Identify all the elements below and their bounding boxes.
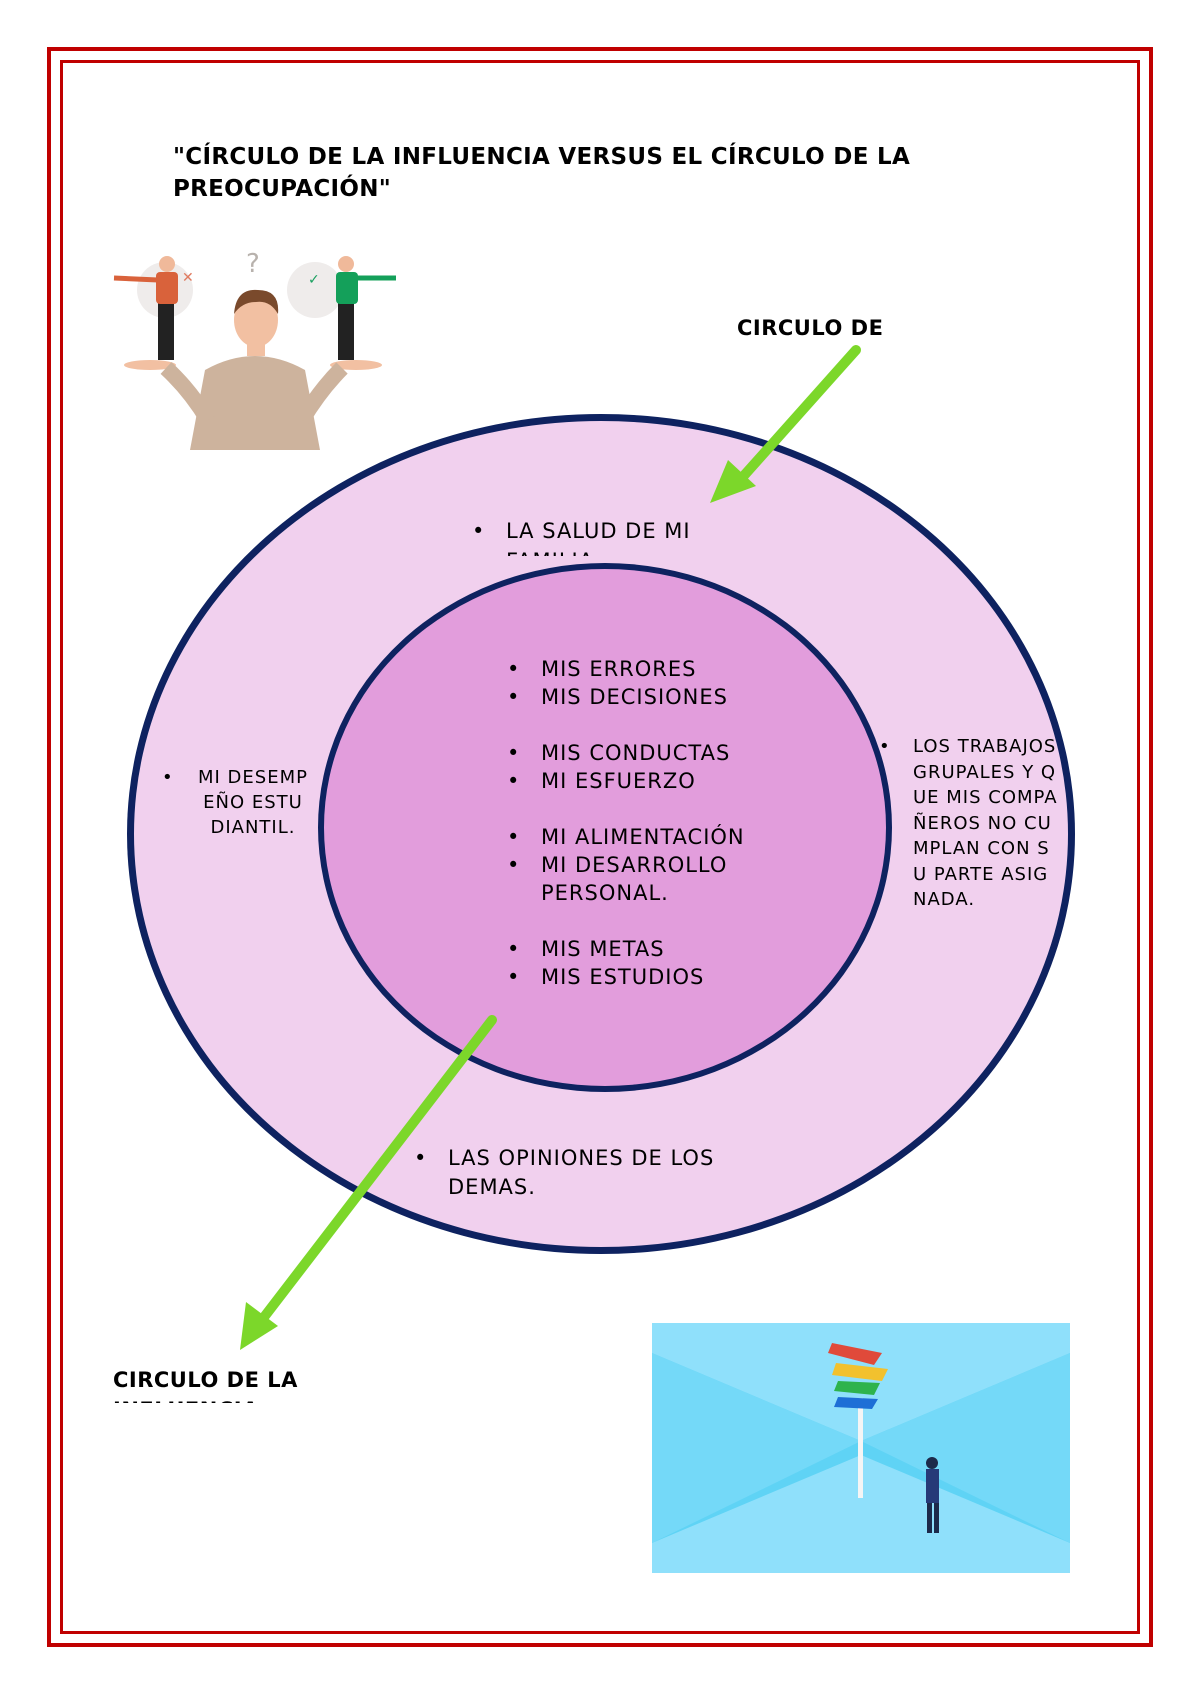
page-border-outer — [47, 47, 1153, 1647]
page-title: "CÍRCULO DE LA INFLUENCIA VERSUS EL CÍRC… — [173, 144, 911, 202]
list-item: MI ESFUERZO — [505, 767, 795, 795]
crossroads-signpost-illustration — [652, 1323, 1070, 1573]
list-item: LOS TRABAJOS GRUPALES Y QUE MIS COMPAÑER… — [877, 734, 1062, 913]
list-item: MI DESARROLLO PERSONAL. — [505, 851, 761, 907]
list-item: MIS DECISIONES — [505, 683, 795, 711]
list-item: LAS OPINIONES DE LOS DEMAS. — [412, 1144, 752, 1202]
list-item: MIS CONDUCTAS — [505, 739, 795, 767]
concern-item-top: LA SALUD DE MI FAMILIA — [470, 516, 730, 556]
list-item: MIS ESTUDIOS — [505, 963, 795, 991]
concern-item-left: MI DESEMPEÑO ESTUDIANTIL. — [160, 765, 310, 840]
svg-text:?: ? — [246, 250, 260, 279]
concern-item-right: LOS TRABAJOS GRUPALES Y QUE MIS COMPAÑER… — [877, 734, 1062, 913]
influence-list: MIS ERRORES MIS DECISIONES MIS CONDUCTAS… — [505, 655, 795, 991]
list-item: MI DESEMPEÑO ESTUDIANTIL. — [160, 765, 310, 840]
decision-person-illustration: ✕ ✓ ? — [113, 250, 396, 450]
label-circle-influence: CIRCULO DE LA INFLUENCIA — [113, 1368, 298, 1403]
list-item: MIS METAS — [505, 935, 795, 963]
list-item: MIS ERRORES — [505, 655, 795, 683]
svg-text:✓: ✓ — [308, 272, 320, 288]
concern-item-bottom: LAS OPINIONES DE LOS DEMAS. — [412, 1144, 752, 1202]
page-border-inner — [60, 60, 1140, 1634]
label-circle-preoccupation: CIRCULO DE — [737, 316, 884, 340]
svg-text:✕: ✕ — [182, 270, 194, 286]
list-item: MI ALIMENTACIÓN — [505, 823, 751, 851]
list-item: LA SALUD DE MI FAMILIA — [470, 516, 730, 556]
